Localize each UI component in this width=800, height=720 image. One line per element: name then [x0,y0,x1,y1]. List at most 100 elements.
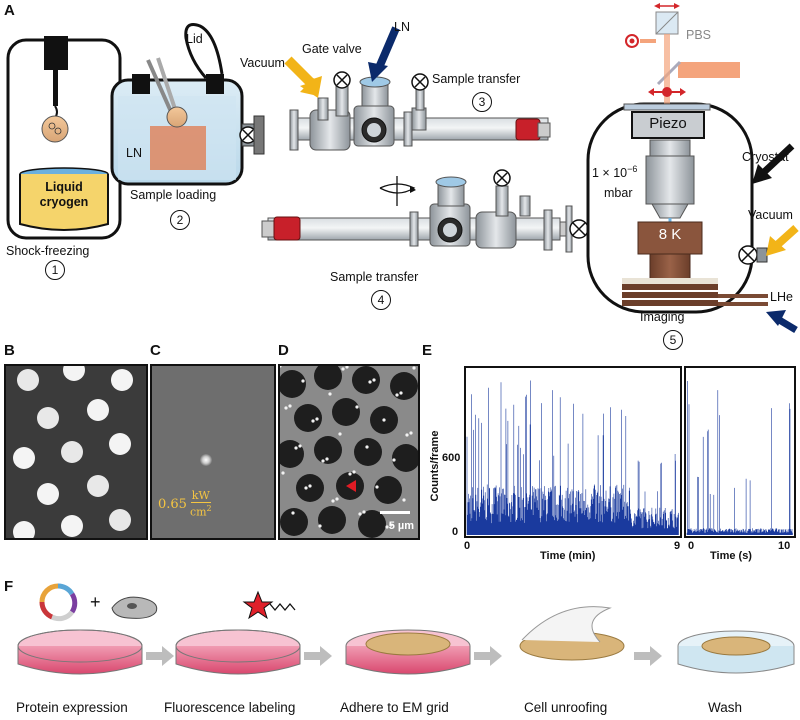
left-xtick-0: 0 [464,540,471,552]
temperature-label: 8 K [658,226,682,243]
arrow-1-2 [146,646,174,666]
bright-spot [402,498,406,502]
bright-spot [325,457,329,461]
dark-hole [352,366,380,394]
bright-spot [395,393,399,397]
bright-spot [284,406,288,410]
dark-hole [294,404,322,432]
bright-spot [392,458,396,462]
shock-freezing-vessel [6,36,122,240]
vacuum-label-right: Vacuum [748,208,793,222]
grid-hole [87,475,109,497]
pressure-label: 1 × 10−6 [592,164,638,181]
dish-2 [175,629,301,675]
grid-hole [109,433,131,455]
lid-label: Lid [186,32,203,46]
vacuum-label-top: Vacuum [240,56,285,70]
cryostat-arrow [752,164,772,184]
vacuum-arrow-right [766,236,786,256]
panel-label-f: F [4,578,14,595]
grid-hole [61,441,83,463]
step-5-number: 5 [663,330,683,350]
right-xlabel: Time (s) [710,550,752,562]
transfer-rod-bottom [261,169,561,251]
step-1-label: Shock-freezing [6,244,90,258]
step-f-3-label: Adhere to EM grid [340,700,449,715]
bright-spot [372,378,376,382]
bright-spot [352,470,356,474]
grid-hole [13,521,35,538]
arrow-2-3 [304,646,332,666]
bright-spot [385,525,389,529]
bright-spot [399,391,403,395]
grid-hole [111,369,133,391]
dark-hole [296,474,324,502]
bright-spot [365,445,369,449]
panel-a-drawing [6,3,799,334]
trace-chart-right [684,366,796,538]
dark-hole [332,398,360,426]
ytick-600: 600 [442,452,461,464]
grid-hole [109,509,131,531]
scale-bar-label: 5 µm [388,520,414,532]
bright-spot [409,431,413,435]
step-3-number: 3 [472,92,492,112]
chart-frame [684,366,796,538]
grid-unroofing [519,606,625,661]
bright-spot [304,486,308,490]
bright-spot [341,367,345,371]
bright-spot [345,366,349,369]
bright-spot [331,499,335,503]
lhe-label: LHe [770,290,793,304]
holey-grid-image [13,366,133,538]
dark-hole [318,506,346,534]
pressure-unit: mbar [604,186,633,200]
panel-label-c: C [150,342,161,359]
trace-chart-left [464,366,682,538]
grid-hole [37,483,59,505]
cryostat [586,3,768,314]
step-3-label: Sample transfer [432,72,521,86]
grid-hole [17,369,39,391]
step-f-5-label: Wash [708,700,743,715]
ln-label-dewar: LN [126,146,142,160]
trace-series [466,380,679,535]
transfer-rod-top [289,71,551,151]
grid-hole [63,366,85,381]
bright-spot [288,404,292,408]
bright-spot [335,497,339,501]
step-4-number: 4 [371,290,391,310]
y-axis-label: Counts/frame [429,430,441,502]
plus-sign: + [90,592,101,612]
grid-hole [61,515,83,537]
bright-spot [321,459,325,463]
dark-hole [392,444,418,472]
ln-arrow-top [368,62,388,82]
plasmid-icon [39,583,78,622]
panel-label-a: A [4,2,15,19]
grid-hole [87,399,109,421]
bright-spot [294,446,298,450]
dark-hole [280,440,304,468]
grid-hole [37,407,59,429]
panel-label-e: E [422,342,433,359]
bright-spot [281,471,285,475]
bright-spot [375,485,379,489]
trace-series [686,381,793,535]
bright-spot [311,419,315,423]
piezo-label: Piezo [649,115,687,132]
panel-label-b: B [4,342,15,359]
panel-b-image [4,364,148,540]
dark-hole [390,372,418,400]
dish-5 [677,630,795,674]
step-f-1-label: Protein expression [16,700,128,715]
fluorescent-spot [200,454,212,466]
fluorophore-star-icon [242,590,274,620]
scale-bar [380,511,410,514]
left-xtick-end: 9 [674,540,681,552]
step-2-label: Sample loading [130,188,217,202]
bright-spot [291,511,295,515]
bright-spot [412,366,416,370]
cryostat-label: Cryostat [742,150,789,164]
